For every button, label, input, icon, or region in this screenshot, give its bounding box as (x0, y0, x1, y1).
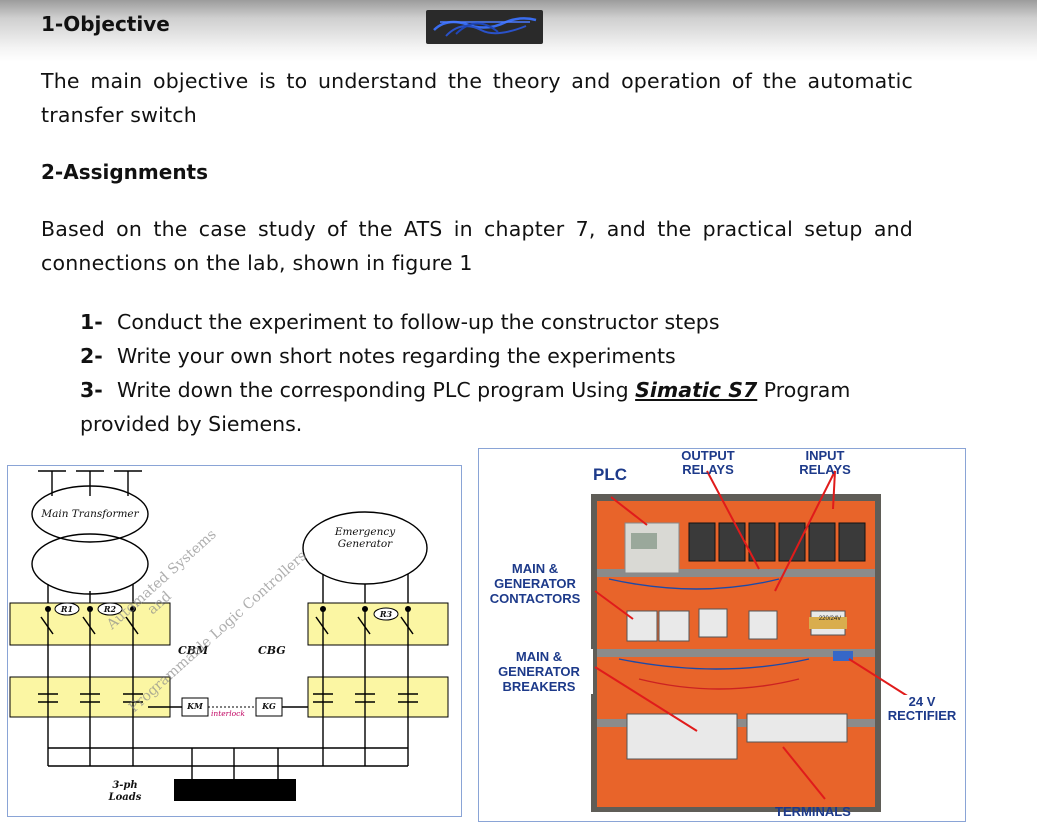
assignments-intro: Based on the case study of the ATS in ch… (41, 217, 913, 275)
simatic-emphasis: Simatic S7 (635, 378, 758, 402)
emergency-generator-label: Emergency Generator (334, 526, 396, 550)
list-item: 1- Conduct the experiment to follow-up th… (80, 305, 913, 339)
list-text: Conduct the experiment to follow-up the … (117, 310, 720, 334)
logo-scribble-icon (433, 17, 537, 37)
r1-label: R1 (60, 604, 74, 614)
ats-schematic-figure: Main Transformer Emergency Generator R1 … (7, 465, 462, 817)
list-text: Write your own short notes regarding the… (117, 344, 676, 368)
plc-label: PLC (593, 465, 627, 484)
r3-label: R3 (379, 609, 393, 619)
cbg-label: CBG (258, 644, 286, 657)
list-item: 3- Write down the corresponding PLC progr… (80, 373, 913, 441)
terminals-label: TERMINALS (775, 804, 851, 819)
r2-label: R2 (103, 604, 117, 614)
list-number: 1- (80, 310, 103, 334)
list-item: 2- Write your own short notes regarding t… (80, 339, 913, 373)
kg-label: KG (262, 701, 276, 711)
logo (426, 10, 543, 44)
km-label: KM (187, 701, 203, 711)
list-number: 2- (80, 344, 103, 368)
objective-heading: 1-Objective (41, 12, 170, 36)
objective-text: The main objective is to understand the … (41, 69, 913, 127)
list-text-after: Program provided by Siemens. (80, 378, 851, 436)
list-number: 3- (80, 378, 103, 402)
loads-label: 3-ph Loads (108, 780, 142, 803)
transformer-rating-label: 220/24V (818, 616, 842, 622)
assignments-heading: 2-Assignments (41, 160, 209, 184)
main-transformer-label: Main Transformer (41, 508, 139, 520)
cbm-label: CBM (178, 644, 209, 657)
interlock-label: interlock (211, 709, 245, 718)
list-text: Write down the corresponding PLC program… (117, 378, 629, 402)
